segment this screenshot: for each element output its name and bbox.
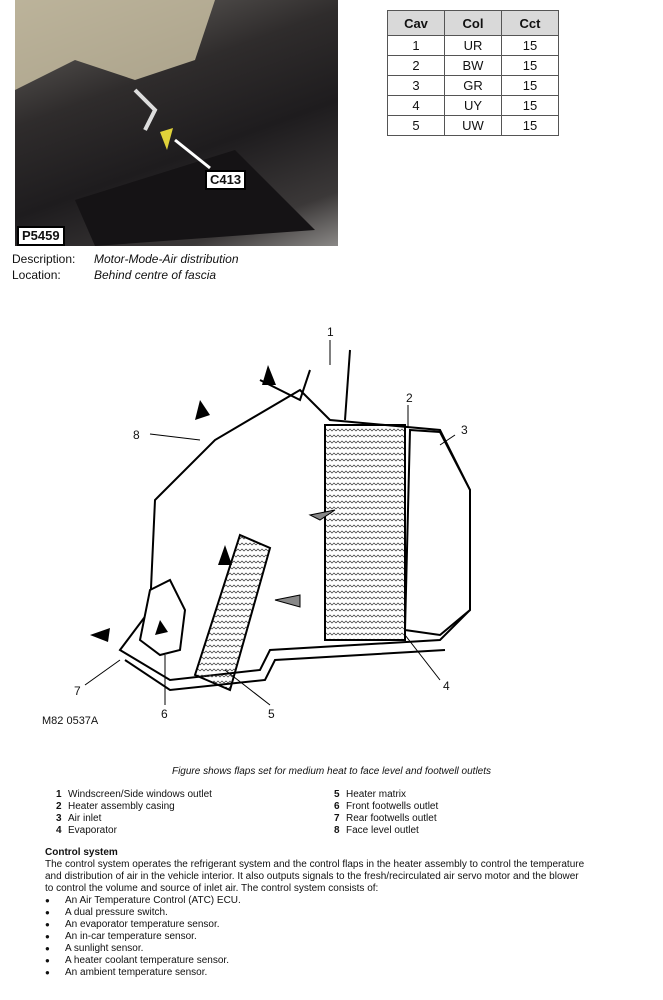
legend-text: Rear footwells outlet <box>346 813 437 824</box>
bullet-icon: ● <box>45 932 50 941</box>
description-row: Description: Motor-Mode-Air distribution <box>12 252 332 267</box>
table-cell: 15 <box>501 35 559 56</box>
legend-number: 8 <box>334 825 340 836</box>
legend-item: 6 Front footwells outlet <box>334 801 594 813</box>
photo-code: P5459 <box>17 226 65 246</box>
heater-assembly-diagram <box>84 340 471 706</box>
callout-1: 1 <box>327 325 334 339</box>
legend-item: 2 Heater assembly casing <box>56 801 316 813</box>
figure-caption: Figure shows flaps set for medium heat t… <box>171 766 492 777</box>
list-item: ● An Air Temperature Control (ATC) ECU. <box>45 895 585 907</box>
table-cell: UW <box>444 115 502 136</box>
location-label: Location: <box>12 268 61 282</box>
list-item: ● A heater coolant temperature sensor. <box>45 955 585 967</box>
legend-right: 5 Heater matrix 6 Front footwells outlet 7 Re… <box>334 789 594 837</box>
legend-text: Air inlet <box>68 813 102 824</box>
table-cell: 1 <box>387 35 445 56</box>
air-inlet <box>403 428 471 637</box>
list-item-text: A heater coolant temperature sensor. <box>65 955 229 966</box>
connector-tag: C413 <box>205 170 247 190</box>
list-item: ● An evaporator temperature sensor. <box>45 919 585 931</box>
table-cell: 3 <box>387 75 445 96</box>
bullet-icon: ● <box>45 956 50 965</box>
list-item-text: An in-car temperature sensor. <box>65 931 197 942</box>
list-item: ● An ambient temperature sensor. <box>45 967 585 979</box>
table-cell: 15 <box>501 75 559 96</box>
section-heading: Control system <box>45 847 118 858</box>
list-item-text: An ambient temperature sensor. <box>65 967 208 978</box>
legend-item: 8 Face level outlet <box>334 825 594 837</box>
legend-item: 1 Windscreen/Side windows outlet <box>56 789 316 801</box>
table-cell: 4 <box>387 95 445 116</box>
bullet-icon: ● <box>45 944 50 953</box>
legend-text: Face level outlet <box>346 825 419 836</box>
connector-photo: C413 P5459 <box>15 0 338 246</box>
control-system-section: Control system The control system operat… <box>45 847 585 979</box>
table-cell: 2 <box>387 55 445 76</box>
list-item: ● A dual pressure switch. <box>45 907 585 919</box>
bullet-icon: ● <box>45 908 50 917</box>
legend-number: 2 <box>56 801 62 812</box>
diagram-ref: M82 0537A <box>42 715 99 727</box>
legend-item: 7 Rear footwells outlet <box>334 813 594 825</box>
table-cell: 15 <box>501 95 559 116</box>
bullet-icon: ● <box>45 968 50 977</box>
legend-number: 5 <box>334 789 340 800</box>
legend-number: 4 <box>56 825 62 836</box>
legend-text: Front footwells outlet <box>346 801 439 812</box>
callout-3: 3 <box>461 423 468 437</box>
table-cell: 15 <box>501 55 559 76</box>
component-list: ● An Air Temperature Control (ATC) ECU. ● A… <box>45 895 585 979</box>
photo-illustration <box>15 0 315 246</box>
col-header: Cct <box>501 10 559 36</box>
legend-left: 1 Windscreen/Side windows outlet 2 Heater a… <box>56 789 316 837</box>
callout-5: 5 <box>268 707 275 721</box>
evaporator <box>324 424 406 641</box>
list-item-text: An evaporator temperature sensor. <box>65 919 220 930</box>
table-cell: BW <box>444 55 502 76</box>
legend-number: 3 <box>56 813 62 824</box>
table-cell: 5 <box>387 115 445 136</box>
section-text: The control system operates the refriger… <box>45 859 585 894</box>
callout-2: 2 <box>406 391 413 405</box>
callout-6: 6 <box>161 707 168 721</box>
table-cell: GR <box>444 75 502 96</box>
legend-number: 1 <box>56 789 62 800</box>
legend-number: 6 <box>334 801 340 812</box>
col-header: Cav <box>387 10 445 36</box>
legend-text: Evaporator <box>68 825 117 836</box>
callout-7: 7 <box>74 684 81 698</box>
list-item: ● A sunlight sensor. <box>45 943 585 955</box>
list-item-text: A dual pressure switch. <box>65 907 168 918</box>
list-item-text: A sunlight sensor. <box>65 943 144 954</box>
bullet-icon: ● <box>45 920 50 929</box>
heater-matrix <box>193 533 272 692</box>
description-label: Description: <box>12 252 76 266</box>
col-header: Col <box>444 10 502 36</box>
legend-text: Heater matrix <box>346 789 407 800</box>
legend-item: 5 Heater matrix <box>334 789 594 801</box>
legend-text: Heater assembly casing <box>68 801 175 812</box>
list-item: ● An in-car temperature sensor. <box>45 931 585 943</box>
description-value: Motor-Mode-Air distribution <box>94 252 239 266</box>
callout-8: 8 <box>133 428 140 442</box>
table-cell: UR <box>444 35 502 56</box>
location-value: Behind centre of fascia <box>94 268 217 282</box>
legend-item: 3 Air inlet <box>56 813 316 825</box>
legend-number: 7 <box>334 813 340 824</box>
legend-item: 4 Evaporator <box>56 825 316 837</box>
table-cell: 15 <box>501 115 559 136</box>
bullet-icon: ● <box>45 896 50 905</box>
table-cell: UY <box>444 95 502 116</box>
callout-4: 4 <box>443 679 450 693</box>
legend-text: Windscreen/Side windows outlet <box>68 789 212 800</box>
list-item-text: An Air Temperature Control (ATC) ECU. <box>65 895 241 906</box>
location-row: Location: Behind centre of fascia <box>12 268 332 283</box>
